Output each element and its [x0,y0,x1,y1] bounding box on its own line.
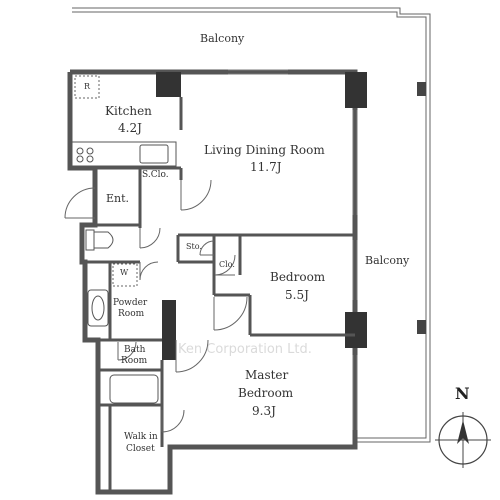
walkin-closet-label-2: Closet [126,444,155,454]
sink [87,289,109,327]
watermark: Ken Corporation Ltd. [178,342,312,357]
bath-room-label-2: Room [121,356,148,366]
balcony-post [417,82,426,96]
window [352,110,358,430]
exterior-walls [67,69,358,495]
living-dining-size: 11.7J [250,160,282,174]
washer-space [112,263,138,287]
balcony-right-label: Balcony [365,254,410,267]
living-dining-label: Living Dining Room [204,143,325,157]
structural-column [156,72,181,97]
master-bedroom-label-1: Master [245,368,289,382]
washer-label: W [120,268,129,277]
shoe-closet-label: S.Clo. [142,170,169,180]
fridge-label: R [84,82,91,91]
north-label: N [455,384,470,403]
powder-room-label-1: Powder [113,298,148,308]
bedroom-size: 5.5J [285,288,309,302]
window [228,69,288,75]
balcony-outline [72,7,431,443]
balcony-top-label: Balcony [200,32,245,45]
doors [64,179,248,433]
bath-room-label-1: Bath [124,345,146,355]
toilet [85,229,114,251]
structural-column [162,300,176,360]
balcony-post [417,320,426,334]
compass [435,412,491,468]
kitchen-label: Kitchen [105,104,152,118]
closet-label: Clo. [219,260,235,269]
master-bedroom-label-2: Bedroom [238,386,294,400]
kitchen-size: 4.2J [118,121,142,135]
storage-label: Sto. [186,242,202,251]
bedroom-label: Bedroom [270,270,326,284]
interior-walls [70,97,355,492]
kitchen-counter [71,141,177,167]
master-bedroom-size: 9.3J [252,404,276,418]
bathtub [109,374,159,404]
walkin-closet-label-1: Walk in [124,432,158,442]
fridge-space [74,75,100,99]
powder-room-label-2: Room [118,309,145,319]
entrance-label: Ent. [106,192,130,205]
structural-column [345,312,367,348]
structural-column [345,72,367,108]
